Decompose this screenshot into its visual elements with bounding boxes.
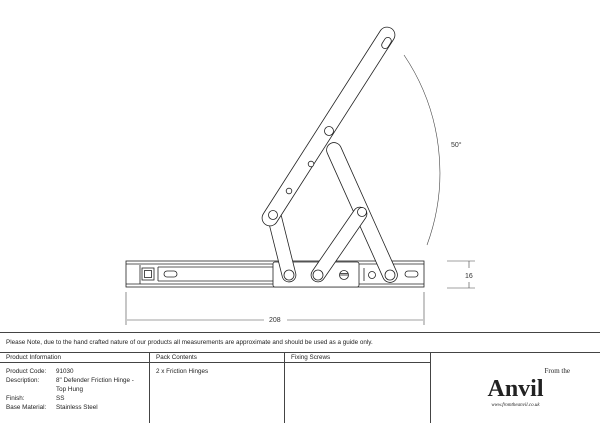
label: Finish: (6, 395, 25, 402)
lower-link (266, 207, 297, 283)
info-row: Base Material: Stainless Steel (6, 403, 143, 412)
value: 8" Defender Friction Hinge - Top Hung (56, 377, 134, 393)
height-dimension: 16 (465, 273, 473, 280)
section-header: Fixing Screws (285, 353, 430, 363)
pivot-hole (357, 207, 367, 217)
info-row: Product Code: 91030 (6, 367, 143, 376)
angle-dimension: 50° (451, 141, 462, 149)
section-header: Pack Contents (150, 353, 284, 363)
logo-name: Anvil (487, 375, 544, 402)
pivot-hole (324, 126, 334, 136)
section-header: Product Information (0, 353, 149, 363)
product-information-section: Product Information Product Code: 91030 D… (0, 353, 150, 423)
pivot-hole (384, 269, 396, 281)
value: SS (56, 395, 65, 402)
short-link (310, 206, 368, 283)
label: Base Material: (6, 404, 47, 411)
value: Stainless Steel (56, 404, 98, 411)
logo-url: www.fromtheanvil.co.uk (491, 402, 540, 408)
value: 91030 (56, 368, 74, 375)
pack-item: 2 x Friction Hinges (156, 368, 209, 375)
pivot-hole (268, 210, 278, 220)
brand-logo: From the Anvil www.fromtheanvil.co.uk (431, 353, 600, 423)
length-dimension: 208 (269, 317, 281, 324)
disclaimer-note: Please Note, due to the hand crafted nat… (0, 333, 600, 353)
angle-arc (403, 54, 441, 246)
logo-tagline: From the (544, 366, 570, 375)
pivot-hole (312, 269, 324, 281)
info-row: Finish: SS (6, 394, 143, 403)
fixing-screws-section: Fixing Screws (285, 353, 431, 423)
product-info-panel: Please Note, due to the hand crafted nat… (0, 332, 600, 423)
pivot-hole (283, 269, 295, 281)
label: Description: (6, 377, 40, 384)
info-row: Description: 8" Defender Friction Hinge -… (6, 376, 143, 394)
mounting-slot (381, 36, 392, 50)
pack-contents-section: Pack Contents 2 x Friction Hinges (150, 353, 285, 423)
hinge-technical-drawing: 50° 16 208 (125, 26, 475, 325)
pivot-hole (307, 160, 315, 168)
screw-icon (285, 187, 293, 195)
label: Product Code: (6, 368, 47, 375)
